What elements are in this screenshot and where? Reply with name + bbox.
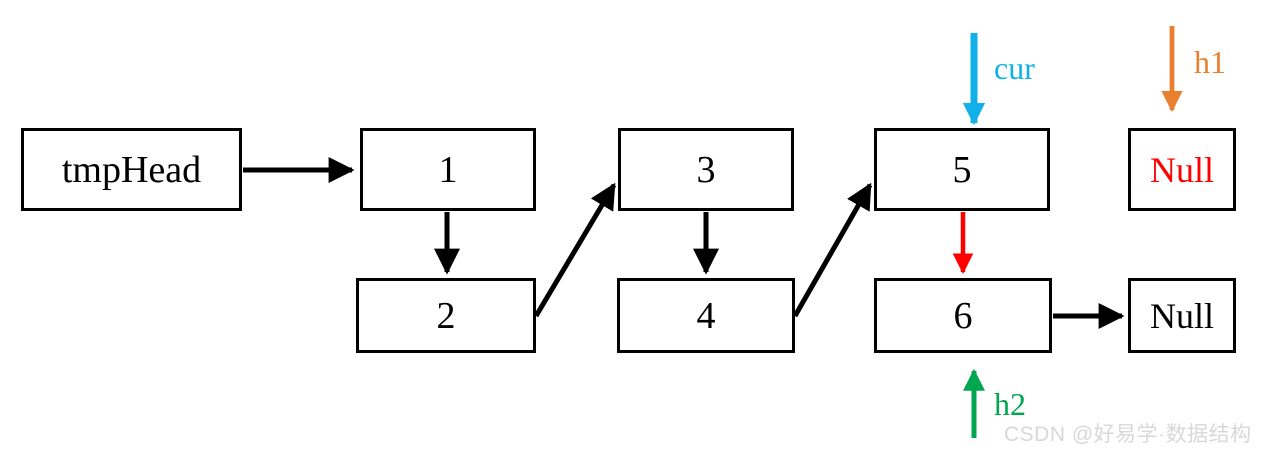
node-null-top[interactable]: Null — [1128, 128, 1236, 211]
edge-4-to-5 — [792, 182, 873, 318]
node-null-bottom[interactable]: Null — [1128, 278, 1236, 353]
pointer-label-cur: cur — [994, 50, 1035, 86]
node-6[interactable]: 6 — [874, 278, 1052, 353]
node-5[interactable]: 5 — [874, 128, 1050, 211]
pointer-label-h1: h1 — [1194, 44, 1226, 80]
node-label: 2 — [436, 294, 456, 337]
node-label: 3 — [696, 148, 716, 191]
node-label: 6 — [953, 294, 973, 337]
node-2[interactable]: 2 — [356, 278, 536, 353]
csdn-watermark: CSDN @好易学·数据结构 — [1004, 423, 1252, 446]
node-label: 1 — [438, 148, 458, 191]
node-label: 5 — [952, 148, 972, 191]
node-1[interactable]: 1 — [360, 128, 536, 211]
node-label: tmpHead — [61, 148, 202, 191]
node-label: 4 — [696, 294, 716, 337]
node-tmphead[interactable]: tmpHead — [21, 128, 242, 211]
edge-2-to-3 — [533, 182, 617, 318]
pointer-label-h2: h2 — [994, 386, 1026, 422]
node-label: Null — [1149, 295, 1214, 336]
node-4[interactable]: 4 — [617, 278, 795, 353]
node-label: Null — [1149, 149, 1214, 190]
node-3[interactable]: 3 — [618, 128, 794, 211]
